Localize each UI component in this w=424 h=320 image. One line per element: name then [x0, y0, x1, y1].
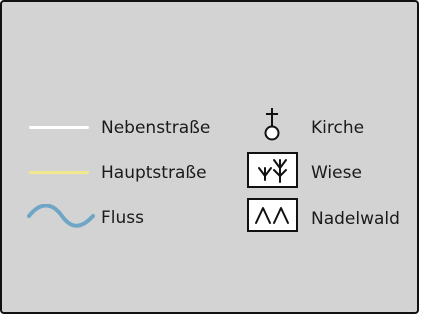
meadow-icon [247, 152, 298, 188]
legend-label-church: Kirche [311, 118, 365, 138]
main-road-line [29, 171, 89, 174]
legend-label-river: Fluss [101, 208, 144, 228]
map-legend: Nebenstraße Hauptstraße Fluss Kirche [0, 0, 419, 314]
legend-label-conifer-forest: Nadelwald [311, 209, 400, 229]
river-icon [27, 204, 95, 228]
legend-label-meadow: Wiese [311, 163, 362, 183]
minor-road-line [29, 126, 89, 129]
church-icon [264, 108, 280, 141]
legend-label-minor-road: Nebenstraße [101, 118, 211, 138]
legend-label-main-road: Hauptstraße [101, 163, 207, 183]
conifer-forest-icon [247, 198, 298, 232]
